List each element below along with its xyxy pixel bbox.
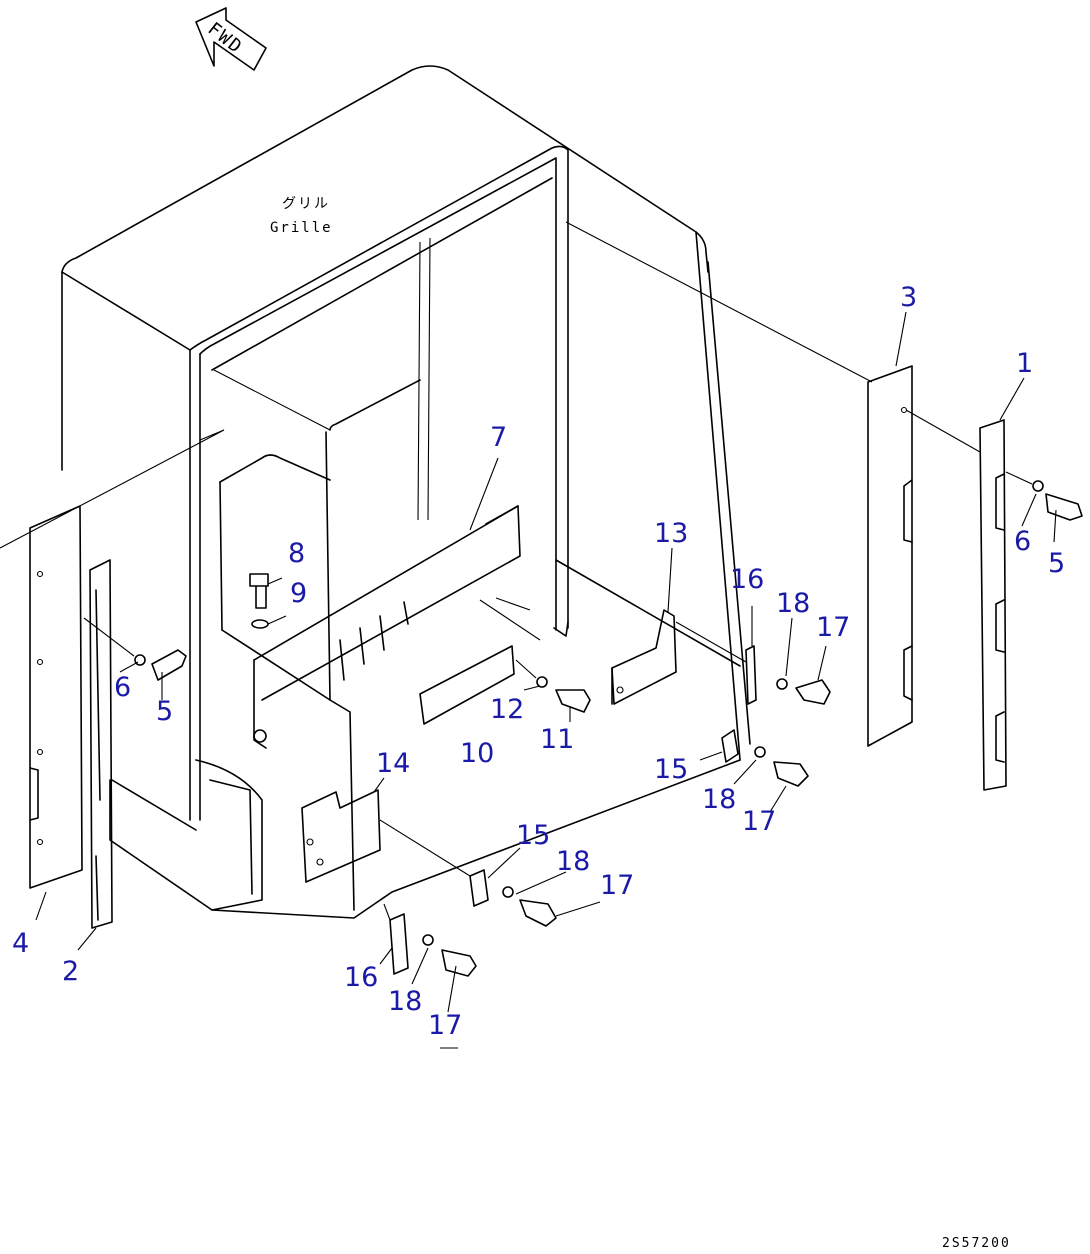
part-13-bracket: [611, 609, 677, 705]
callout-4: 4: [12, 928, 30, 959]
callout-18-d: 18: [388, 986, 423, 1017]
callout-2: 2: [62, 956, 80, 987]
bolt-5-right: [1005, 471, 1083, 521]
callout-15-upper: 15: [654, 754, 689, 785]
part-7-bracket: [253, 505, 521, 749]
callout-12: 12: [490, 694, 525, 725]
bolt-5-left: [83, 617, 187, 681]
callout-18-b: 18: [702, 784, 737, 815]
callout-7: 7: [490, 422, 508, 453]
part-2-strip: [89, 559, 113, 929]
part-14-bracket: [301, 789, 381, 883]
clip-16-upper: [675, 621, 831, 705]
callout-1: 1: [1016, 348, 1034, 379]
callout-16-lower: 16: [344, 962, 379, 993]
grille-housing: [0, 65, 981, 919]
callout-5-right: 5: [1048, 548, 1066, 579]
callout-11: 11: [540, 724, 575, 755]
part-10-plate: [419, 645, 515, 725]
callout-13: 13: [654, 518, 689, 549]
callout-17-b: 17: [742, 806, 777, 837]
grille-label-jp: グリル: [282, 196, 330, 212]
callout-17-d: 17: [428, 1010, 463, 1041]
callout-18-c: 18: [556, 846, 591, 877]
callout-14: 14: [376, 748, 411, 779]
clip-15-lower: [379, 819, 557, 927]
bolt-8: [249, 573, 269, 629]
callout-16-upper: 16: [730, 564, 765, 595]
callout-5-left: 5: [156, 696, 174, 727]
callout-17-c: 17: [600, 870, 635, 901]
clip-15-upper: [721, 729, 809, 787]
callout-6-right: 6: [1014, 526, 1032, 557]
fwd-arrow-icon: [195, 7, 267, 71]
callout-18-a: 18: [776, 588, 811, 619]
callout-8: 8: [288, 538, 306, 569]
callout-6-left: 6: [114, 672, 132, 703]
callout-3: 3: [900, 282, 918, 313]
callout-10: 10: [460, 738, 495, 769]
callout-9: 9: [290, 578, 308, 609]
callout-17-a: 17: [816, 612, 851, 643]
drawing-code: 2S57200: [942, 1236, 1011, 1251]
callout-leaders: [35, 311, 1057, 1049]
callout-15-lower: 15: [516, 820, 551, 851]
bolt-11: [515, 659, 591, 713]
part-3-plate: [867, 365, 913, 747]
grille-label: Grille: [270, 220, 333, 236]
clip-16-lower: [383, 903, 477, 977]
part-1-strip: [979, 419, 1007, 791]
part-4-plate: [29, 505, 83, 889]
